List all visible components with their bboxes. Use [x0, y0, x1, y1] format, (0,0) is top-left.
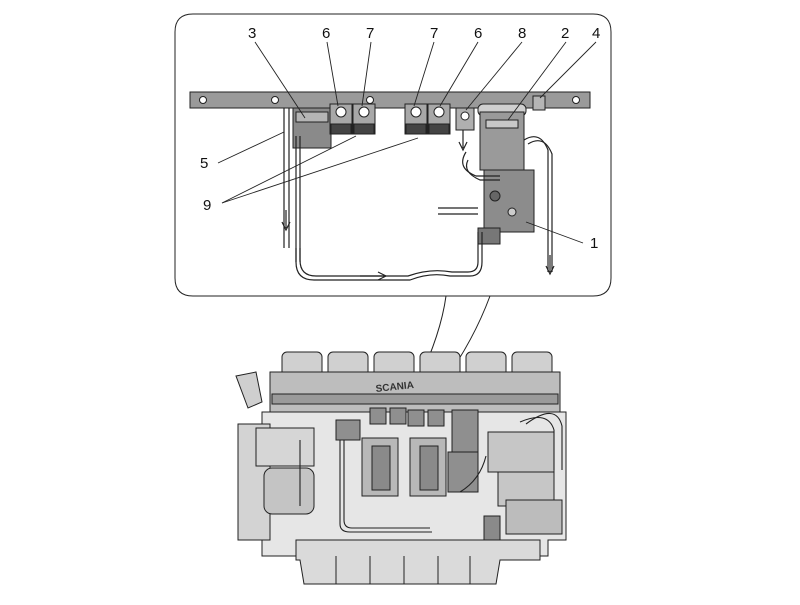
callout-label-5: 5	[200, 155, 208, 172]
engine-valve-block	[335, 407, 479, 493]
engine-overview: SCANIA	[235, 351, 567, 585]
callout-label-3: 3	[248, 25, 256, 42]
callout-labels: 3 6 7 7 6 8 2 4 5 9 1	[200, 25, 600, 252]
component-3-block	[292, 107, 332, 149]
leader-lines	[217, 41, 597, 244]
intake-elbow	[235, 371, 263, 409]
engine-pipes	[299, 412, 563, 533]
oil-pan	[295, 539, 541, 585]
connector-rail	[189, 91, 591, 109]
solenoid-valve	[352, 103, 376, 135]
right-side-pipes	[438, 136, 553, 272]
rail-strip	[271, 393, 559, 405]
cylinder-head	[269, 371, 561, 413]
oil-pan-ribs	[335, 556, 471, 584]
solenoid-valve	[427, 103, 451, 135]
compressor	[483, 431, 563, 541]
callout-label-4: 4	[592, 25, 600, 42]
callout-label-7: 7	[430, 25, 438, 42]
solenoid-valve	[404, 103, 428, 135]
flow-arrow-down-right	[545, 255, 555, 276]
flow-arrow-right	[360, 271, 388, 281]
front-cover	[255, 427, 315, 467]
flow-arrow-down-left	[281, 210, 291, 232]
detail-view: 3 6 7 7 6 8 2 4 5 9 1	[174, 13, 612, 297]
front-pulley	[263, 467, 315, 515]
flow-arrow-down-center	[458, 130, 468, 152]
solenoid-valves	[329, 103, 475, 135]
callout-label-6: 6	[322, 25, 330, 42]
cylinder-liners	[361, 437, 447, 497]
component-8-fitting	[455, 107, 475, 131]
solenoid-valve	[329, 103, 353, 135]
filter-housing	[477, 103, 535, 245]
callout-label-2: 2	[561, 25, 569, 42]
component-4-fitting	[532, 95, 546, 111]
callout-label-6: 6	[474, 25, 482, 42]
callout-label-8: 8	[518, 25, 526, 42]
callout-label-7: 7	[366, 25, 374, 42]
detail-bubble-outline	[174, 13, 612, 297]
engine-brand-label: SCANIA	[375, 380, 414, 395]
return-pipe	[295, 232, 483, 281]
callout-label-1: 1	[590, 235, 598, 252]
callout-label-9: 9	[203, 197, 211, 214]
